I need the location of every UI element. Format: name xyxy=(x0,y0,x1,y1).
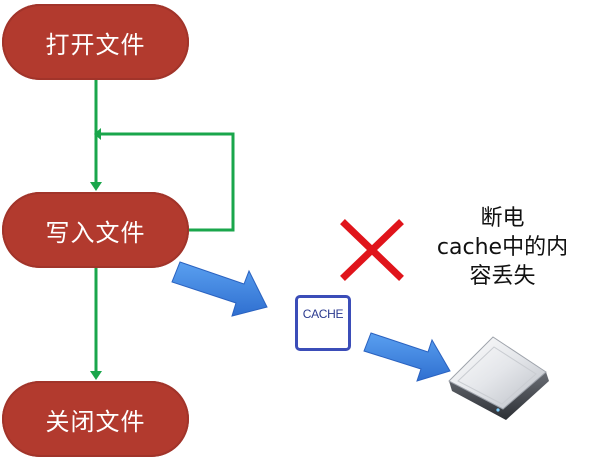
arrowhead-loop xyxy=(94,128,101,140)
write-to-cache-arrow xyxy=(171,261,268,317)
cache-to-drive-arrow xyxy=(363,332,451,382)
cache-label: CACHE xyxy=(302,307,344,321)
arrowhead-to-write xyxy=(90,182,102,191)
note-line-3: 容丢失 xyxy=(469,264,536,289)
note-line-2: cache中的内 xyxy=(436,235,569,260)
cache-icon: CACHE xyxy=(295,295,351,351)
note-line-1: 断电 xyxy=(480,206,525,231)
flow-connectors xyxy=(90,80,235,380)
external-hard-drive-icon xyxy=(448,336,549,420)
red-x-icon xyxy=(340,219,404,281)
close-file-label: 关闭文件 xyxy=(45,407,146,436)
open-file-label: 打开文件 xyxy=(45,30,146,59)
open-file-step: 打开文件 xyxy=(2,4,189,80)
write-file-label: 写入文件 xyxy=(45,218,146,247)
arrowhead-to-close xyxy=(90,371,102,380)
close-file-step: 关闭文件 xyxy=(2,381,189,457)
power-loss-note: 断电 cache中的内 容丢失 xyxy=(415,204,590,291)
write-file-step: 写入文件 xyxy=(2,192,189,268)
loop-connector xyxy=(100,132,235,232)
